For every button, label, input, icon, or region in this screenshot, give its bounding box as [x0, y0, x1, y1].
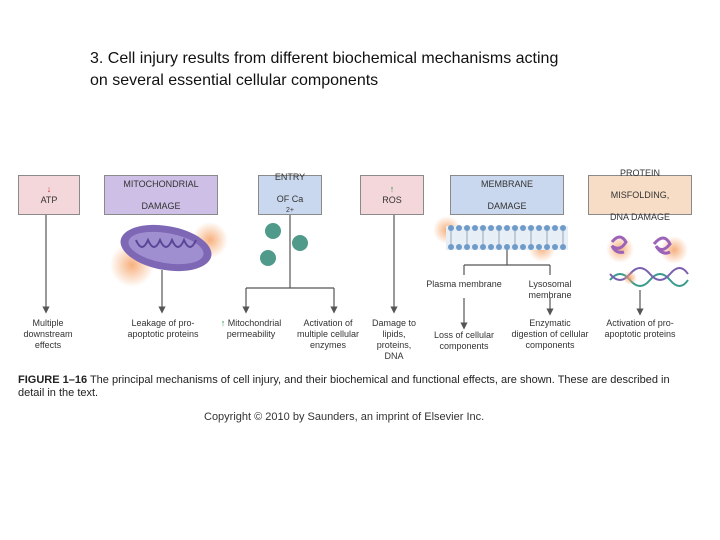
- mitochondrion-icon: [110, 222, 228, 287]
- mito-label-1: MITOCHONDRIAL: [123, 178, 199, 189]
- caption-label: FIGURE 1–16: [18, 374, 88, 386]
- ca-label-2: OF Ca: [276, 193, 304, 204]
- up-arrow-icon: ↑: [389, 184, 395, 194]
- effect-loss-components: Loss of cellular components: [433, 330, 495, 351]
- mitochondrial-damage-box: MITOCHONDRIAL DAMAGE: [104, 175, 218, 215]
- slide-heading: 3. Cell injury results from different bi…: [90, 48, 690, 92]
- plasma-membrane-label: Plasma membrane: [426, 279, 502, 289]
- effect-activation-apoptotic: Activation of pro-apoptotic proteins: [604, 318, 676, 339]
- protein-label-3: DNA DAMAGE: [609, 211, 670, 222]
- calcium-entry-box: ENTRY OF Ca 2+: [258, 171, 322, 215]
- atp-box: ↓ ATP: [18, 175, 80, 215]
- protein-misfolding-box: PROTEIN MISFOLDING, DNA DAMAGE: [588, 168, 692, 222]
- caption-text: The principal mechanisms of cell injury,…: [18, 374, 670, 399]
- effect-enzymatic-digestion: Enzymatic digestion of cellular componen…: [511, 318, 589, 350]
- lysosomal-membrane-label: Lysosomal membrane: [528, 279, 572, 300]
- ca-label-sup: 2+: [286, 206, 294, 214]
- effect-multiple-downstream: Multiple downstream effects: [23, 318, 73, 350]
- protein-label-2: MISFOLDING,: [610, 189, 670, 200]
- effect-mito-permeability: ↑ Mitochondrial permeability: [210, 318, 292, 340]
- ros-label: ROS: [382, 195, 402, 205]
- figure-caption: FIGURE 1–16 The principal mechanisms of …: [18, 374, 698, 400]
- atp-label: ATP: [40, 195, 58, 205]
- membrane-label-2: DAMAGE: [487, 200, 527, 211]
- lipid-bilayer-icon: [433, 216, 568, 262]
- down-arrow-icon: ↓: [46, 184, 52, 194]
- effect-leakage: Leakage of pro-apoptotic proteins: [127, 318, 199, 339]
- mito-label-2: DAMAGE: [141, 200, 181, 211]
- heading-line-1: 3. Cell injury results from different bi…: [90, 50, 559, 67]
- up-arrow-icon: ↑: [220, 318, 226, 328]
- membrane-label-1: MEMBRANE: [480, 178, 533, 189]
- misfolded-protein-dna-icon: [606, 235, 689, 287]
- connector-lines: [42, 215, 689, 330]
- effect-damage-lipids: Damage to lipids, proteins, DNA: [371, 318, 417, 361]
- ros-box: ↑ ROS: [360, 175, 424, 215]
- heading-line-2: on several essential cellular components: [90, 72, 379, 89]
- membrane-damage-box: MEMBRANE DAMAGE: [450, 175, 564, 215]
- cell-injury-figure: ↓ ATP MITOCHONDRIAL DAMAGE ENTRY OF Ca 2+ ↑…: [14, 168, 706, 370]
- calcium-ions-icon: [260, 223, 308, 266]
- protein-label-1: PROTEIN: [619, 167, 660, 178]
- effect-activation-enzymes: Activation of multiple cellular enzymes: [296, 318, 360, 350]
- effect-mito-permeability-text: Mitochondrial permeability: [226, 318, 282, 339]
- copyright-text: Copyright © 2010 by Saunders, an imprint…: [204, 411, 485, 423]
- ca-label-1: ENTRY: [274, 171, 306, 182]
